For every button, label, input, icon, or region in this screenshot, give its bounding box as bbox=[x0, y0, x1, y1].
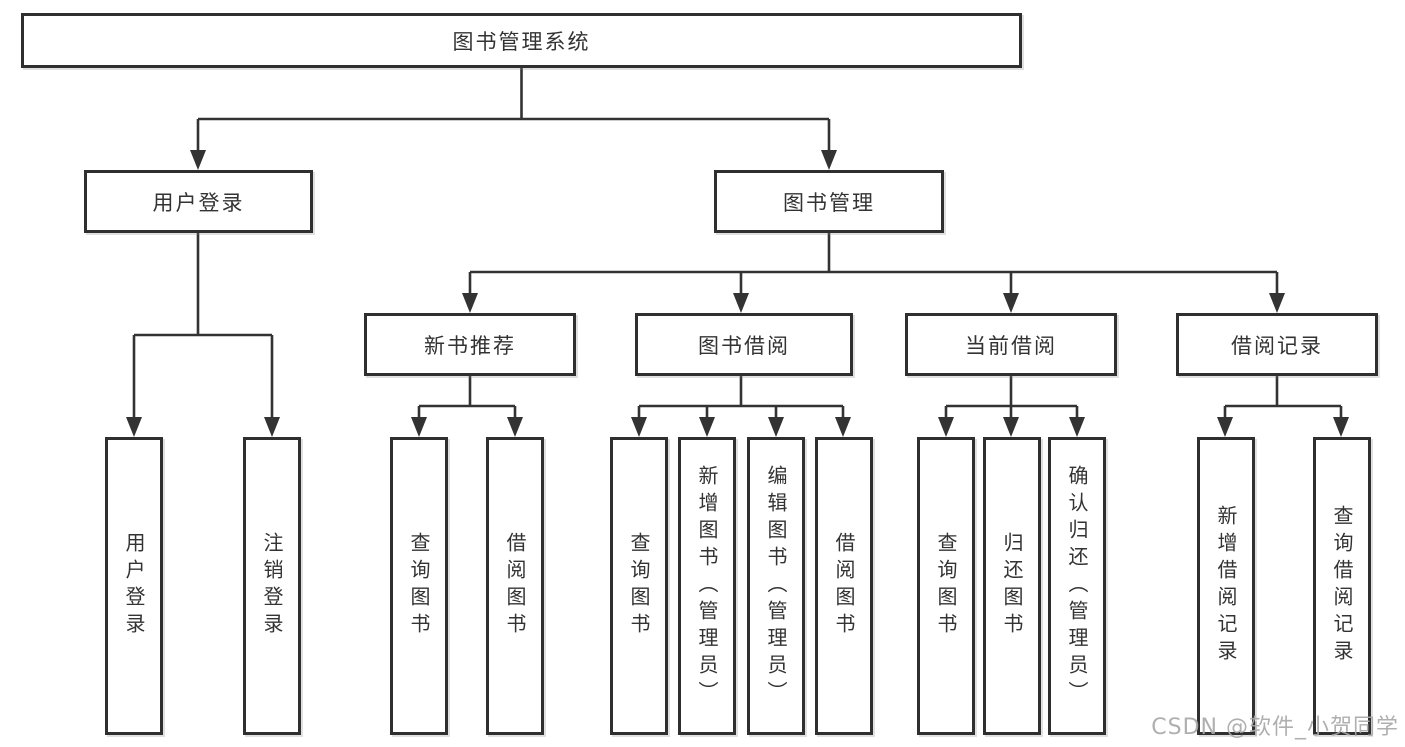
leaf-logout: 注销登录 bbox=[243, 437, 301, 735]
node-label: 归还图书 bbox=[1000, 532, 1024, 640]
connector-book-mgmt bbox=[462, 232, 1285, 313]
arrowhead-icon bbox=[190, 150, 206, 170]
node-borrow-records: 借阅记录 bbox=[1176, 313, 1378, 376]
leaf-user-login: 用户登录 bbox=[105, 437, 163, 735]
node-label: 借阅图书 bbox=[503, 532, 527, 640]
node-label: 新书推荐 bbox=[424, 333, 516, 358]
node-label: 借阅记录 bbox=[1231, 333, 1323, 358]
node-user-login: 用户登录 bbox=[84, 170, 313, 233]
arrowhead-icon bbox=[1069, 417, 1085, 437]
node-label: 当前借阅 bbox=[965, 333, 1057, 358]
leaf-borrow-books: 借阅图书 bbox=[486, 437, 544, 735]
node-label: 图书管理系统 bbox=[452, 29, 591, 54]
node-book-management: 图书管理 bbox=[714, 170, 944, 233]
leaf-edit-books-admin: 编辑图书（管理员） bbox=[747, 437, 805, 735]
node-new-book-recommend: 新书推荐 bbox=[364, 313, 576, 376]
leaf-add-books-admin: 新增图书（管理员） bbox=[678, 437, 736, 735]
leaf-return-books: 归还图书 bbox=[983, 437, 1041, 735]
connector-book-borrow bbox=[631, 375, 851, 437]
leaf-add-borrow-record: 新增借阅记录 bbox=[1197, 437, 1255, 735]
arrowhead-icon bbox=[631, 417, 647, 437]
node-label: 确认归还（管理员） bbox=[1065, 464, 1089, 708]
arrowhead-icon bbox=[1003, 417, 1019, 437]
leaf-query-books: 查询图书 bbox=[917, 437, 975, 735]
arrowhead-icon bbox=[411, 417, 427, 437]
node-label: 查询图书 bbox=[627, 532, 651, 640]
connector-user-login bbox=[126, 232, 280, 437]
arrowhead-icon bbox=[699, 417, 715, 437]
node-current-borrowing: 当前借阅 bbox=[905, 313, 1117, 376]
connector-current-borrow bbox=[938, 375, 1085, 437]
node-label: 用户登录 bbox=[122, 532, 146, 640]
arrowhead-icon bbox=[462, 293, 478, 313]
arrowhead-icon bbox=[1003, 293, 1019, 313]
arrowhead-icon bbox=[264, 417, 280, 437]
connector-root bbox=[190, 68, 837, 170]
leaf-confirm-return-admin: 确认归还（管理员） bbox=[1048, 437, 1106, 735]
node-label: 注销登录 bbox=[260, 532, 284, 640]
connector-borrow-records bbox=[1217, 375, 1349, 437]
leaf-query-books: 查询图书 bbox=[390, 437, 448, 735]
leaf-query-books: 查询图书 bbox=[610, 437, 668, 735]
node-label: 图书管理 bbox=[783, 190, 875, 215]
arrowhead-icon bbox=[938, 417, 954, 437]
node-label: 用户登录 bbox=[152, 190, 245, 215]
arrowhead-icon bbox=[1333, 417, 1349, 437]
arrowhead-icon bbox=[507, 417, 523, 437]
leaf-borrow-books: 借阅图书 bbox=[815, 437, 873, 735]
node-label: 新增借阅记录 bbox=[1214, 505, 1238, 667]
arrowhead-icon bbox=[821, 150, 837, 170]
arrowhead-icon bbox=[1217, 417, 1233, 437]
node-label: 查询图书 bbox=[407, 532, 431, 640]
leaf-query-borrow-record: 查询借阅记录 bbox=[1313, 437, 1371, 735]
connector-new-books bbox=[411, 375, 523, 437]
arrowhead-icon bbox=[1269, 293, 1285, 313]
node-label: 查询借阅记录 bbox=[1330, 505, 1354, 667]
arrowhead-icon bbox=[733, 293, 749, 313]
node-label: 图书借阅 bbox=[698, 333, 790, 358]
node-book-borrowing: 图书借阅 bbox=[635, 313, 853, 376]
arrowhead-icon bbox=[768, 417, 784, 437]
arrowhead-icon bbox=[835, 417, 851, 437]
node-label: 新增图书（管理员） bbox=[695, 464, 719, 708]
arrowhead-icon bbox=[126, 417, 142, 437]
node-root-system: 图书管理系统 bbox=[21, 13, 1022, 68]
node-label: 借阅图书 bbox=[832, 532, 856, 640]
node-label: 编辑图书（管理员） bbox=[764, 464, 788, 708]
node-label: 查询图书 bbox=[934, 532, 958, 640]
